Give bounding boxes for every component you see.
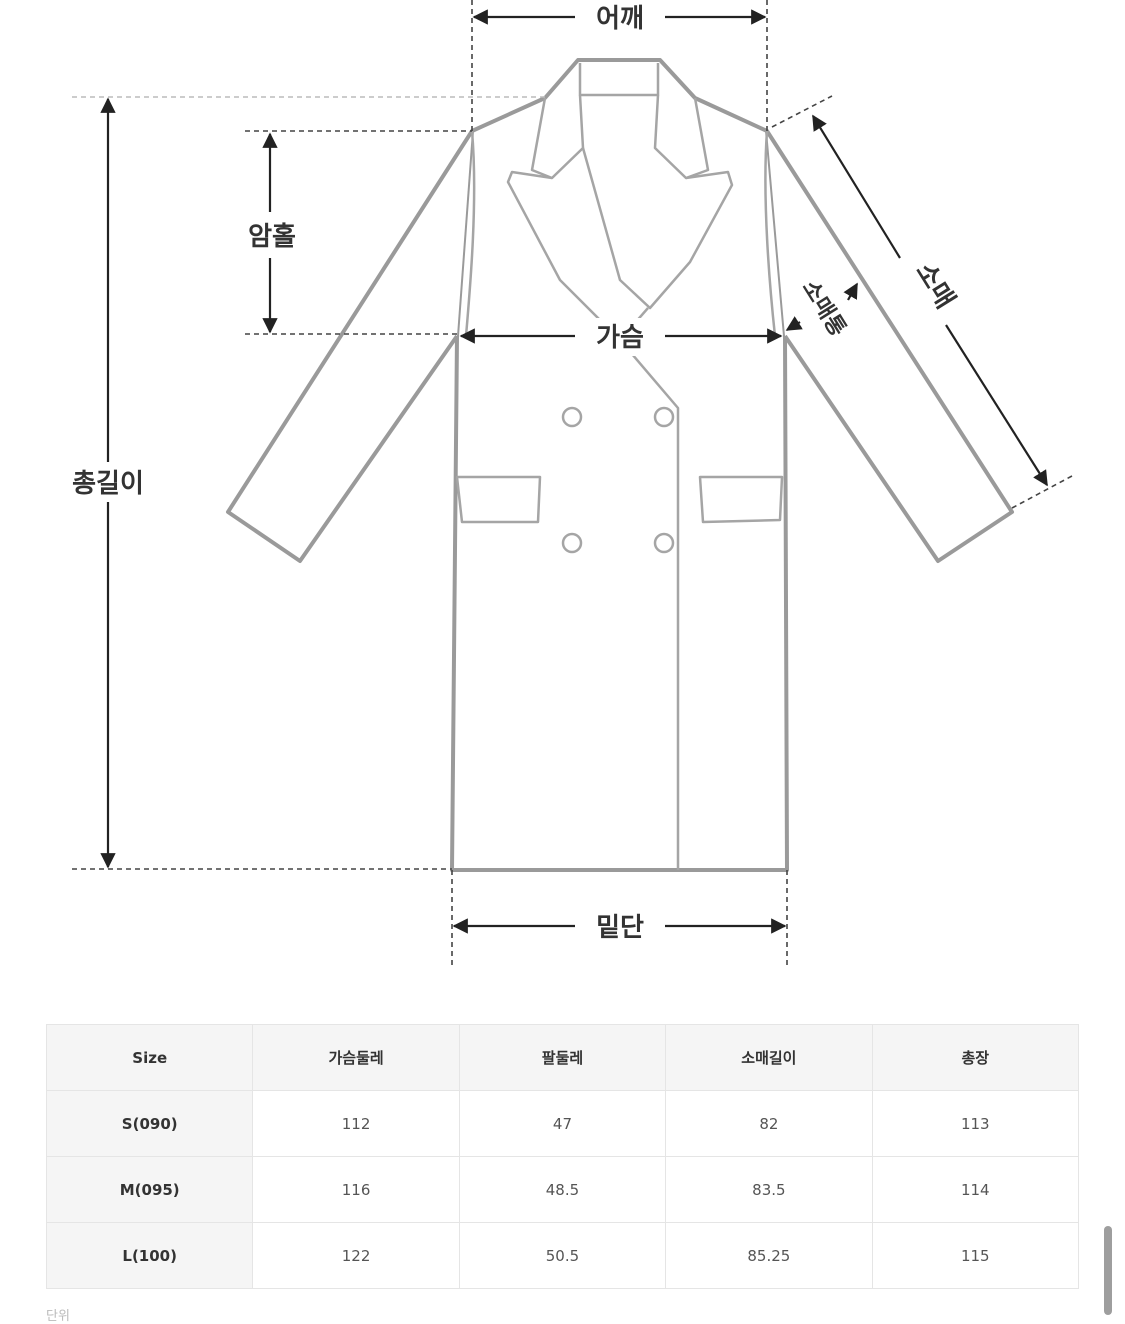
table-cell: 112 — [252, 1090, 460, 1157]
measurement-arrows — [100, 9, 1048, 934]
size-cell: L(100) — [45, 1222, 254, 1289]
button — [653, 532, 675, 554]
table-cell: 116 — [252, 1156, 460, 1223]
column-header-chest: 가슴둘레 — [252, 1024, 460, 1091]
table-cell: 113 — [871, 1090, 1080, 1157]
table-cell: 83.5 — [665, 1156, 873, 1223]
shoulder-label: 어깨 — [596, 4, 644, 34]
coat-illustration — [226, 58, 1014, 872]
table-cell: 122 — [252, 1222, 460, 1289]
coat-measurement-diagram: 어깨 총길이 암홀 가슴 밑단 소매 소매통 — [64, 0, 1073, 965]
button — [561, 532, 583, 554]
column-header-size: Size — [45, 1024, 254, 1091]
armhole-label: 암홀 — [248, 222, 296, 252]
scrollbar-thumb[interactable] — [1104, 1226, 1112, 1315]
button — [561, 406, 583, 428]
guide-lines — [72, 0, 1073, 965]
sleeve-label: 소매 — [909, 258, 960, 314]
table-cell: 50.5 — [458, 1222, 667, 1289]
table-row: L(100) 122 50.5 85.25 115 — [45, 1222, 1080, 1289]
column-header-arm: 팔둘레 — [458, 1024, 667, 1091]
table-cell: 47 — [458, 1090, 667, 1157]
table-cell: 115 — [871, 1222, 1080, 1289]
total-length-label: 총길이 — [72, 469, 144, 499]
table-cell: 82 — [665, 1090, 873, 1157]
size-table: Size 가슴둘레 팔둘레 소매길이 총장 S(090) 112 47 82 1… — [45, 1024, 1080, 1289]
table-row: M(095) 116 48.5 83.5 114 — [45, 1156, 1080, 1223]
coat-buttons — [561, 406, 675, 554]
hem-label: 밑단 — [596, 913, 644, 943]
table-cell: 48.5 — [458, 1156, 667, 1223]
column-header-sleeve-length: 소매길이 — [665, 1024, 873, 1091]
table-row: S(090) 112 47 82 113 — [45, 1090, 1080, 1157]
column-header-total-length: 총장 — [871, 1024, 1080, 1091]
table-cell: 85.25 — [665, 1222, 873, 1289]
size-cell: S(090) — [45, 1090, 254, 1157]
button — [653, 406, 675, 428]
table-cell: 114 — [871, 1156, 1080, 1223]
measurement-labels: 어깨 총길이 암홀 가슴 밑단 소매 소매통 — [64, 0, 960, 946]
size-cell: M(095) — [45, 1156, 254, 1223]
table-header-row: Size 가슴둘레 팔둘레 소매길이 총장 — [45, 1024, 1080, 1091]
chest-label: 가슴 — [596, 323, 644, 353]
